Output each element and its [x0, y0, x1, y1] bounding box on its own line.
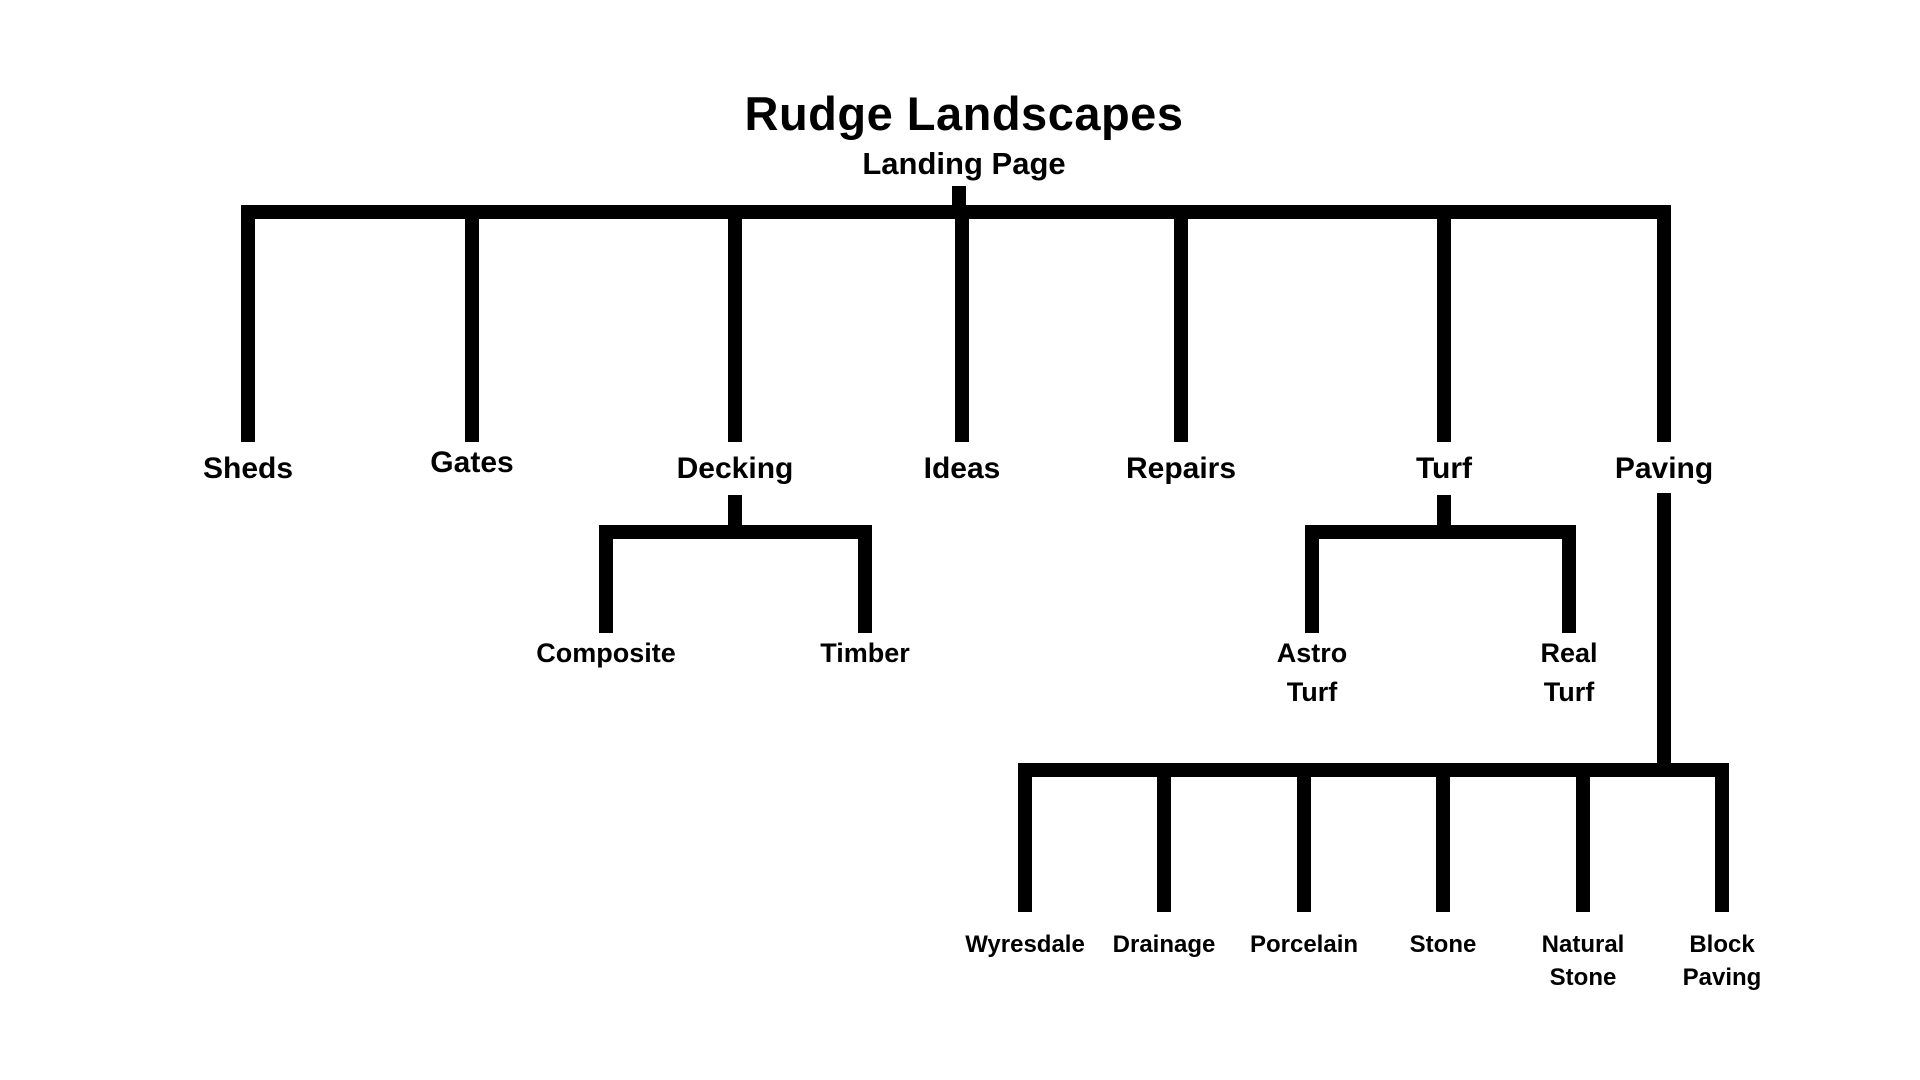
connector-wyresdale [1018, 763, 1032, 912]
connector-stone [1436, 763, 1450, 912]
node-decking: Decking [676, 452, 794, 485]
connector-porcelain [1297, 763, 1311, 912]
node-stone: Stone [1409, 931, 1477, 958]
node-block-paving: Block Paving [1682, 931, 1762, 991]
node-astro-turf: Astro Turf [1276, 638, 1348, 707]
connector-block-paving [1715, 763, 1729, 912]
connector-sheds [241, 205, 255, 442]
node-natural-stone: Natural Stone [1541, 931, 1625, 991]
connector-paving-bar [1018, 763, 1729, 777]
connector-drainage [1157, 763, 1171, 912]
page-title: Rudge Landscapes [744, 87, 1184, 140]
connector-paving-stem [1657, 493, 1671, 777]
node-wyresdale: Wyresdale [965, 931, 1085, 958]
node-turf: Turf [1415, 452, 1473, 485]
connector-decking-stem [728, 495, 742, 529]
connector-natural-stone [1576, 763, 1590, 912]
node-sheds: Sheds [202, 452, 294, 485]
node-gates: Gates [430, 446, 514, 479]
connector-real-turf [1562, 525, 1576, 633]
connector-gates [465, 205, 479, 442]
node-real-turf: Real Turf [1540, 638, 1598, 707]
connector-decking [728, 205, 742, 442]
node-ideas: Ideas [923, 452, 1001, 485]
connector-timber [858, 525, 872, 633]
node-composite: Composite [536, 638, 676, 668]
connector-turf-bar [1305, 525, 1576, 539]
connector-astro-turf [1305, 525, 1319, 633]
connector-repairs [1174, 205, 1188, 442]
connector-ideas [955, 205, 969, 442]
root-node-label: Landing Page [862, 146, 1066, 181]
node-drainage: Drainage [1112, 931, 1216, 958]
node-repairs: Repairs [1125, 452, 1237, 485]
connector-turf-stem [1437, 495, 1451, 529]
connector-composite [599, 525, 613, 633]
node-porcelain: Porcelain [1249, 931, 1359, 958]
connector-paving [1657, 205, 1671, 442]
node-paving: Paving [1614, 452, 1714, 485]
node-timber: Timber [820, 638, 910, 668]
connector-decking-bar [599, 525, 872, 539]
connector-turf [1437, 205, 1451, 442]
